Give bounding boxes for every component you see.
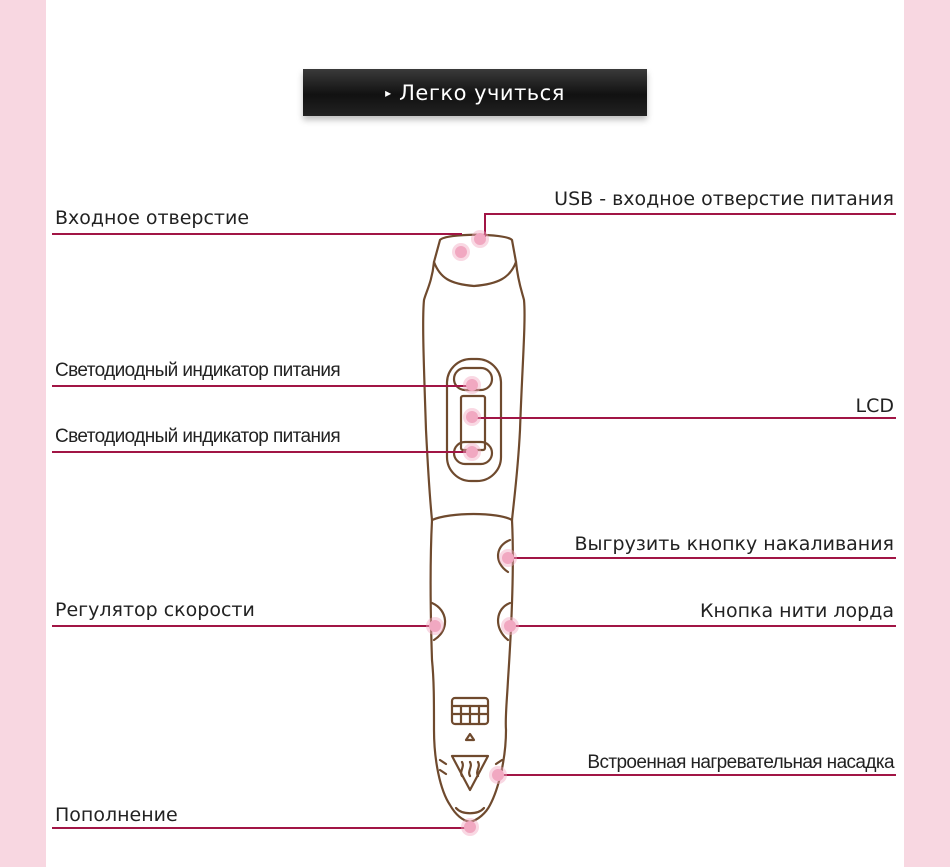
pen-body-outline [422, 233, 526, 824]
leader-line-refill [52, 827, 472, 829]
speed-knob-outline [430, 601, 447, 642]
callout-dot-led-bottom [466, 446, 478, 458]
label-refill: Пополнение [55, 804, 178, 826]
leader-line-nozzle [500, 774, 896, 776]
label-inlet: Входное отверстие [55, 207, 250, 229]
callout-dot-lcd [466, 411, 478, 423]
play-arrow-icon: ▸ [385, 85, 392, 100]
callout-dot-inlet [455, 246, 467, 258]
leader-line-load [510, 625, 896, 627]
small-triangle-icon [464, 732, 476, 742]
label-unload: Выгрузить кнопку накаливания [574, 533, 894, 555]
pen-waist-line [430, 512, 514, 522]
display-panel-outline [445, 357, 503, 483]
label-speed: Регулятор скорости [55, 599, 255, 621]
leader-line-lcd [474, 417, 896, 419]
label-lcd: LCD [855, 395, 894, 417]
callout-dot-nozzle [492, 769, 504, 781]
callout-dot-load [504, 620, 516, 632]
unload-button-outline [497, 538, 512, 574]
load-button-outline [497, 601, 512, 642]
pen-cap-outline [432, 260, 518, 288]
leader-line-led-bottom [52, 451, 474, 453]
callout-dot-led-top [466, 379, 478, 391]
callout-dot-refill [464, 821, 476, 833]
banner-title: Легко учиться [399, 80, 565, 105]
label-led-bottom: Светодиодный индикатор питания [55, 426, 341, 447]
leader-line-unload [508, 557, 896, 559]
label-nozzle: Встроенная нагревательная насадка [587, 752, 894, 773]
callout-dot-speed [429, 620, 441, 632]
led-bottom-outline [452, 440, 494, 466]
label-load: Кнопка нити лорда [700, 600, 894, 622]
leader-line-usb [484, 213, 896, 215]
callout-dot-unload [502, 552, 514, 564]
nozzle-tip-outline [454, 806, 486, 815]
title-banner: ▸ Легко учиться [303, 69, 647, 116]
content-panel [46, 0, 904, 867]
label-usb: USB - входное отверстие питания [554, 188, 894, 210]
callout-dot-usb [474, 233, 486, 245]
leader-line-speed [52, 625, 436, 627]
leader-line-inlet [52, 233, 462, 235]
label-led-top: Светодиодный индикатор питания [55, 360, 341, 381]
leader-line-usb-drop [484, 213, 486, 237]
leader-line-led-top [52, 385, 474, 387]
